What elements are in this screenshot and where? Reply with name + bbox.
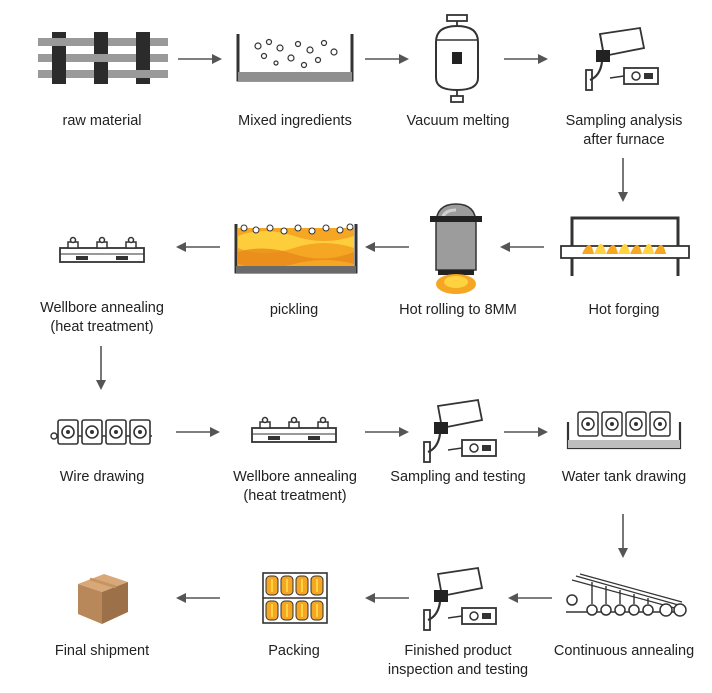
step-label-finished-inspection: Finished product inspection and testing [387,643,529,678]
step-label-vacuum-melting: Vacuum melting [406,113,510,129]
step-label-wire-drawing: Wire drawing [59,469,145,485]
arrow-right-icon [504,54,548,64]
arrow-left-icon [365,242,409,252]
step-label-sampling-analysis: Sampling analysis after furnace [565,113,683,148]
rolling-furnace-icon [430,203,482,294]
vacuum-furnace-icon [435,14,479,103]
step-label-hot-rolling: Hot rolling to 8MM [399,302,517,318]
continuous-annealing-icon [566,573,687,617]
cardboard-box-icon [78,574,128,624]
step-label-final-shipment: Final shipment [54,643,150,659]
arrow-left-icon [176,242,220,252]
arrow-down-icon [618,158,628,202]
sampling-analyzer-icon [423,566,497,631]
sampling-analyzer-icon [585,26,659,91]
sampling-analyzer-icon [423,398,497,463]
arrow-left-icon [365,593,409,603]
step-label-wellbore-annealing-2: Wellbore annealing (heat treatment) [233,469,357,504]
raw-material-icon [38,32,168,84]
water-tank-drawing-icon [566,411,682,450]
step-label-sampling-testing: Sampling and testing [390,469,526,485]
arrow-right-icon [504,427,548,437]
arrow-right-icon [365,427,409,437]
arrow-down-icon [96,346,106,390]
arrow-left-icon [508,593,552,603]
arrow-right-icon [178,54,222,64]
step-label-wellbore-annealing-1: Wellbore annealing (heat treatment) [40,300,164,335]
step-label-raw-material: raw material [62,113,142,129]
arrow-right-icon [365,54,409,64]
arrow-down-icon [618,514,628,558]
arrow-left-icon [500,242,544,252]
forging-furnace-icon [560,216,690,276]
step-label-continuous-annealing: Continuous annealing [553,643,695,659]
step-label-hot-forging: Hot forging [588,302,660,318]
step-label-water-tank-drawing: Water tank drawing [561,469,687,485]
annealing-furnace-icon [251,416,337,443]
pickling-tank-icon [234,223,358,274]
packing-coils-icon [262,572,328,624]
wire-drawing-machine-icon [50,419,152,445]
step-label-pickling: pickling [269,302,319,318]
arrow-left-icon [176,593,220,603]
mixing-tank-icon [236,34,354,82]
step-label-packing: Packing [268,643,320,659]
annealing-furnace-icon [59,236,145,263]
step-label-mixed-ingredients: Mixed ingredients [238,113,352,129]
arrow-right-icon [176,427,220,437]
